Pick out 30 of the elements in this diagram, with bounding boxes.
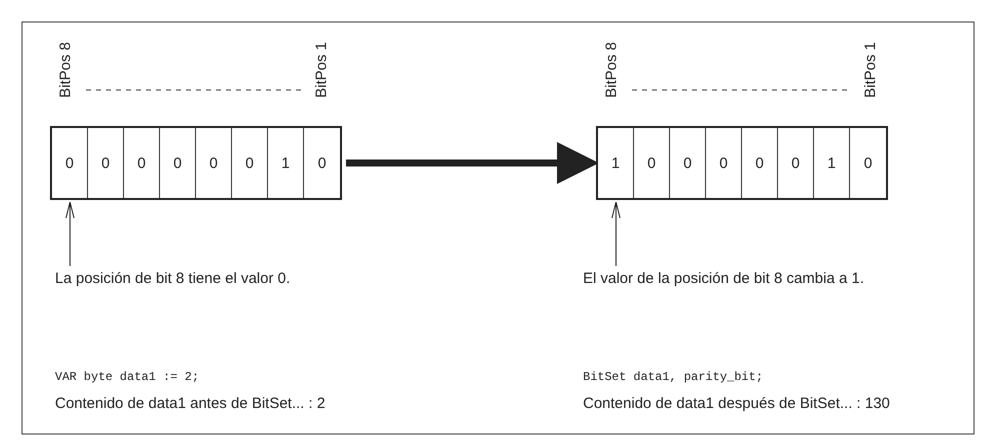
- bit-position-label: BitPos 1: [313, 42, 330, 98]
- caption-text: El valor de la posición de bit 8 cambia a 1.: [583, 270, 864, 287]
- bit-cell: 0: [670, 128, 706, 198]
- bit-cell: 0: [160, 128, 196, 198]
- bit-cell: 0: [304, 128, 340, 198]
- bit-cell: 0: [196, 128, 232, 198]
- bit-cell: 0: [850, 128, 886, 198]
- bit-cell: 0: [124, 128, 160, 198]
- content-note: Contenido de data1 antes de BitSet... : 2: [55, 395, 326, 412]
- bit-position-label: BitPos 8: [603, 42, 620, 98]
- bit-cell: 0: [52, 128, 88, 198]
- bit-position-label: BitPos 1: [862, 42, 879, 98]
- bit-cell: 0: [742, 128, 778, 198]
- bit-cell: 1: [268, 128, 304, 198]
- bit-cell: 0: [88, 128, 124, 198]
- bit-cell: 0: [232, 128, 268, 198]
- leader-arrow: [612, 202, 620, 266]
- byte-register: [50, 126, 342, 200]
- code-line: BitSet data1, parity_bit;: [583, 370, 764, 384]
- content-note: Contenido de data1 después de BitSet... : 130: [583, 395, 890, 412]
- bit-position-label: BitPos 8: [57, 42, 74, 98]
- byte-register: [596, 126, 888, 200]
- bit-cell: 0: [706, 128, 742, 198]
- bit-cell: 0: [778, 128, 814, 198]
- bit-cell: 1: [598, 128, 634, 198]
- bit-cell: 1: [814, 128, 850, 198]
- leader-arrow: [66, 202, 74, 266]
- caption-text: La posición de bit 8 tiene el valor 0.: [55, 270, 290, 287]
- bit-cell: 0: [634, 128, 670, 198]
- code-line: VAR byte data1 := 2;: [55, 370, 200, 384]
